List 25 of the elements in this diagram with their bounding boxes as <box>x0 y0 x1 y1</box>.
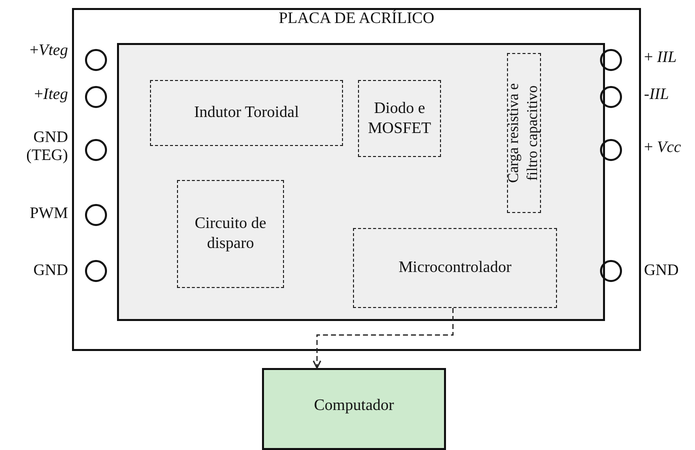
block-label: Circuito de disparo <box>194 214 268 254</box>
terminal-label: GND <box>644 262 680 280</box>
terminal-label: +Iteg <box>33 86 68 104</box>
module-block <box>507 53 541 213</box>
acrylic-plate <box>72 8 641 351</box>
block-label: Carga resistiva e filtro capacitivo <box>505 82 542 185</box>
terminal-label: + Vcc <box>644 139 682 158</box>
terminal-label: + IIL <box>644 49 678 68</box>
computer-box <box>262 368 446 450</box>
terminal-label: GND <box>32 262 68 280</box>
terminal-label: PWM <box>28 205 68 224</box>
block-label: Indutor Toroidal <box>193 103 300 123</box>
connector-arrow <box>312 308 454 369</box>
plate-title: PLACA DE ACRÍLICO <box>278 9 436 29</box>
module-block <box>358 80 441 157</box>
terminal-label: +Vteg <box>28 42 68 60</box>
module-block <box>150 80 343 146</box>
module-block <box>177 180 284 288</box>
circuit-board <box>117 43 605 321</box>
block-label: Computador <box>313 396 395 416</box>
block-label: Diodo e MOSFET <box>366 98 432 138</box>
block-label: Microcontrolador <box>398 258 512 278</box>
module-block <box>353 228 557 308</box>
terminal-label: -IIL <box>644 86 670 104</box>
terminal-label: GND (TEG) <box>25 129 68 166</box>
